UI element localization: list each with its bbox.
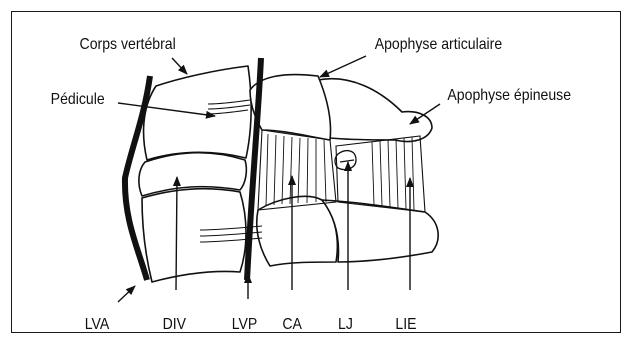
capsular-ligament-fibers <box>266 134 326 206</box>
arrow-apophyse-articulaire <box>320 56 366 77</box>
lower-posterior-arch <box>322 200 438 262</box>
label-lie: LIE <box>395 315 416 333</box>
label-lva: LVA <box>85 315 110 333</box>
label-lj: LJ <box>338 315 353 333</box>
label-lvp: LVP <box>232 315 258 333</box>
upper-spinous-process <box>316 79 432 142</box>
label-apophyse-articulaire: Apophyse articulaire <box>375 35 503 53</box>
interspinous-ligament-fibers <box>372 137 414 210</box>
label-pedicule: Pédicule <box>51 90 105 108</box>
label-div: DIV <box>163 315 186 333</box>
label-corps-vertebral: Corps vertébral <box>80 35 176 53</box>
arrow-div <box>176 177 177 290</box>
lower-vertebral-body <box>142 189 246 282</box>
arrow-corps-vertebral <box>172 58 187 74</box>
arrow-lva <box>118 286 135 302</box>
lower-articular-process <box>257 196 338 266</box>
label-apophyse-epineuse: Apophyse épineuse <box>447 86 571 104</box>
ligamentum-flavum <box>335 151 356 170</box>
label-ca: CA <box>282 315 302 333</box>
